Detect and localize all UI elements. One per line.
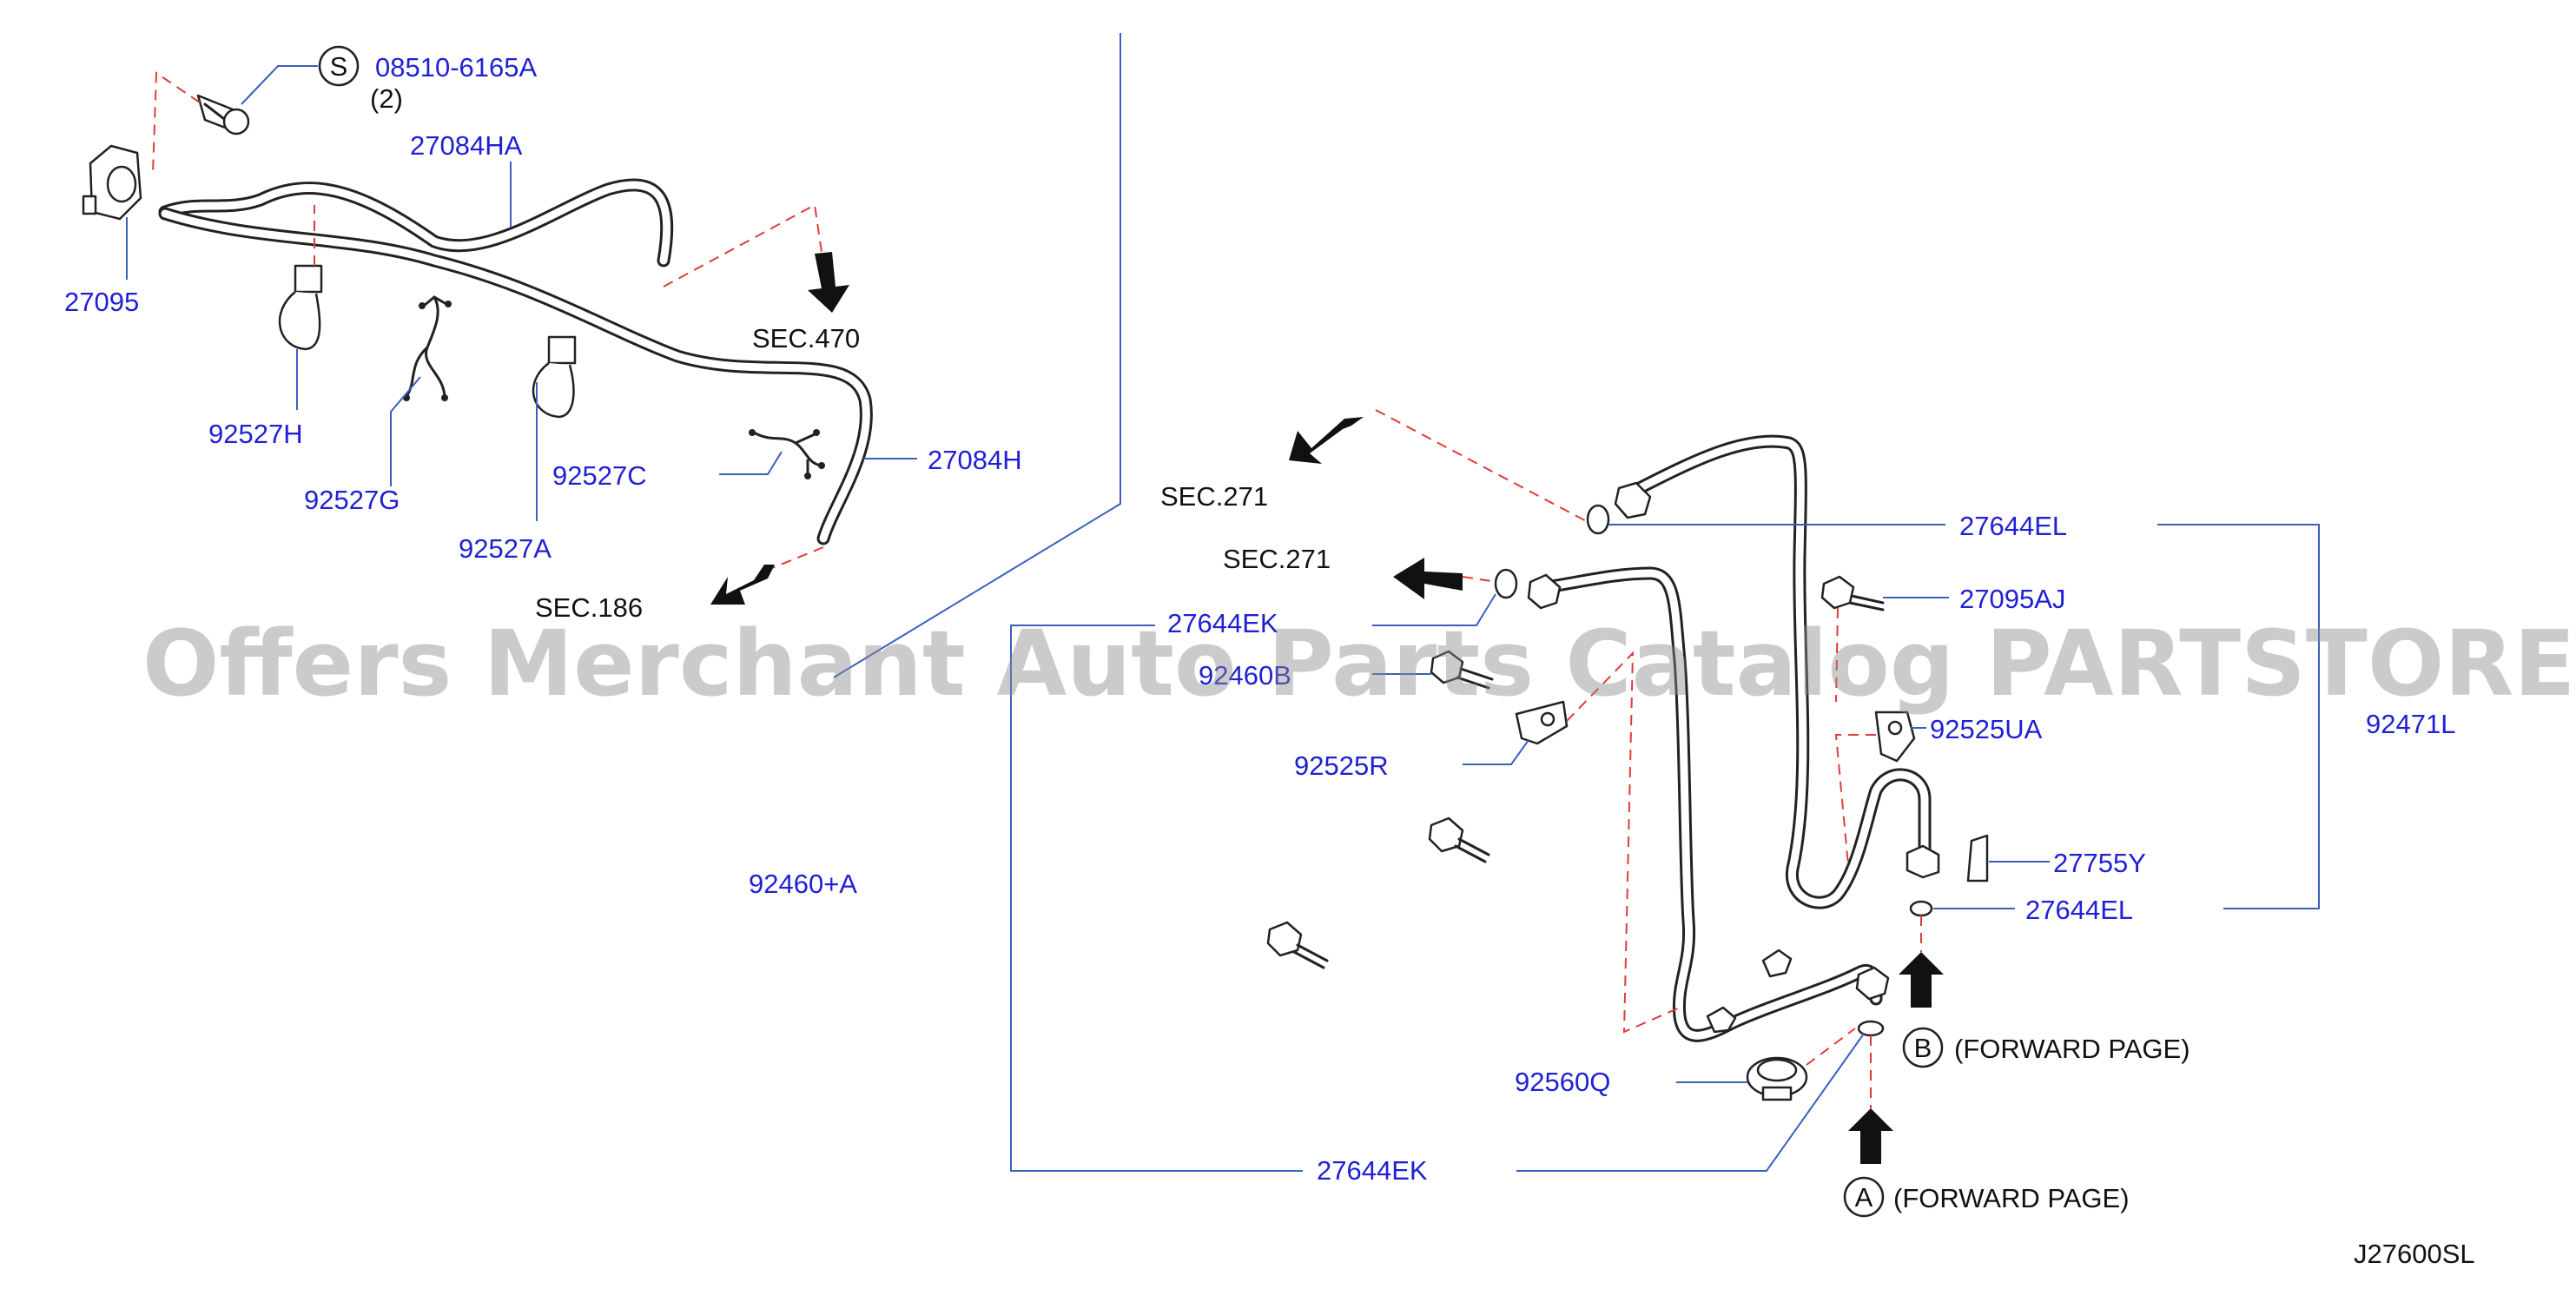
label-92527G: 92527G [304,485,400,515]
fitting-lower-icon [1855,966,1890,1001]
clip-92527H-icon [278,264,323,351]
bolt-loose-1-icon [1428,816,1490,863]
label-27644EL-top: 27644EL [1959,511,2067,541]
dash-92525R [1566,651,1681,1034]
arrow-sec271-upper-icon [1289,417,1364,464]
label-sec186: SEC.186 [535,592,643,623]
dash-sec271-lower [1462,576,1498,583]
label-92460A: 92460+A [749,869,857,899]
dash-bolt-bracket [152,71,201,175]
label-92560Q: 92560Q [1515,1067,1610,1097]
marker-s: S [330,51,348,82]
label-08510-6165A: 08510-6165A [375,52,537,83]
label-92525R: 92525R [1294,750,1389,781]
label-sec271-lower: SEC.271 [1223,544,1331,574]
hose-end-27755Y-icon [1906,834,1989,882]
arrow-B-icon [1899,952,1944,1008]
washer-27644EL-top-icon [1586,504,1610,535]
fitting-92460B-icon [1527,573,1562,610]
bolt-92460B-icon [1430,650,1494,690]
label-27084H: 27084H [928,445,1022,475]
bolt-08510-icon [196,94,250,136]
leader-27644EK-bottom [1516,1033,1865,1172]
label-27095: 27095 [64,287,139,317]
leader-92527G [390,376,421,486]
label-sec470: SEC.470 [752,323,860,354]
bolt-loose-2-icon [1266,921,1329,969]
bracket-92471L [2157,524,2320,909]
arrow-sec186-icon [710,565,775,605]
label-forward-page-a: (FORWARD PAGE) [1893,1183,2130,1213]
label-27084HA: 27084HA [410,130,523,161]
dash-92525UA [1834,734,1876,866]
dash-sec186 [767,546,824,571]
label-92525UA: 92525UA [1930,714,2043,744]
leader-08510 [241,65,318,105]
clip-92527G-icon [403,295,452,401]
bolt-27095AJ-icon [1820,575,1885,611]
label-27644EL-bottom: 27644EL [2025,895,2133,925]
marker-b-circle [1902,1027,1944,1068]
bracket-92460A [1010,625,1303,1172]
dash-sec470 [663,203,822,288]
label-92460B: 92460B [1199,660,1291,691]
grommet-92560Q-icon [1746,1056,1808,1101]
clip-92527C-icon [749,429,825,479]
arrow-sec470-icon [808,252,849,313]
label-92527H: 92527H [208,419,303,449]
dash-sec271-upper [1375,409,1594,526]
clip-92527A-icon [532,335,577,419]
watermark: Offers Merchant Auto Parts Catalog PARTS… [142,611,2576,717]
marker-b: B [1914,1033,1932,1063]
marker-s-circle [318,45,360,87]
bracket-27095-icon [82,144,142,221]
label-qty-2: (2) [370,83,403,114]
label-sec271-upper: SEC.271 [1160,481,1268,512]
washer-27644EK-bottom-icon [1857,1020,1885,1037]
label-27755Y: 27755Y [2053,848,2146,878]
marker-a-circle [1843,1176,1885,1218]
section-divider [833,33,1121,678]
hose-27084H-icon [158,207,873,545]
label-92471L: 92471L [2366,709,2455,739]
leader-92527C [719,451,783,475]
label-27095AJ: 27095AJ [1959,584,2065,614]
bracket-92525R-icon [1515,700,1569,745]
label-27644EK-top: 27644EK [1167,608,1278,638]
arrow-A-icon [1848,1108,1893,1164]
label-92527C: 92527C [552,460,647,491]
diagram-code: J27600SL [2354,1239,2475,1269]
leader-27644EK-top [1372,593,1496,626]
arrow-sec271-lower-icon [1393,558,1463,599]
washer-27644EK-top-icon [1494,568,1518,599]
dash-27095AJ [1835,607,1839,703]
washer-27644EL-bottom-icon [1909,900,1933,917]
bracket-92525UA-icon [1874,711,1916,763]
dash-92560Q [1806,1028,1856,1066]
label-92527A: 92527A [459,533,552,564]
leader-92525R [1463,739,1529,765]
marker-a: A [1855,1182,1873,1213]
label-forward-page-b: (FORWARD PAGE) [1954,1034,2190,1064]
connector-lower-icon [1706,949,1793,1034]
fitting-top-icon [1614,481,1652,519]
label-27644EK-bottom: 27644EK [1317,1155,1428,1186]
